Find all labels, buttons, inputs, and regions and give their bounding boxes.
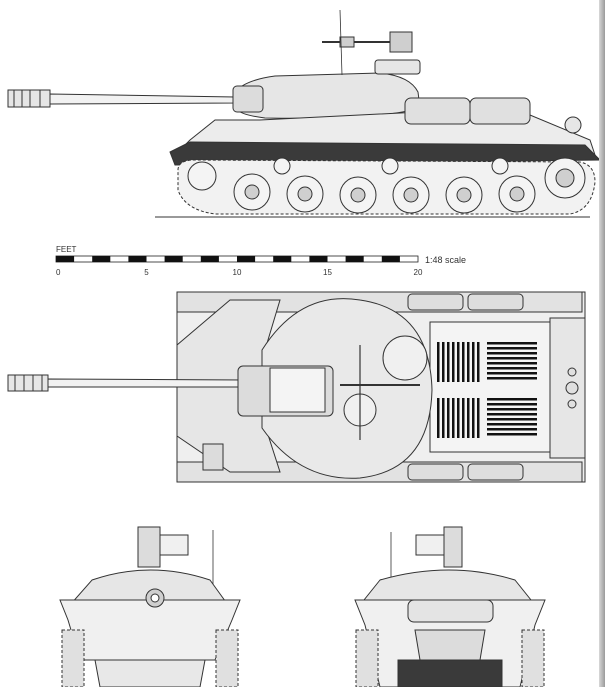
grille-louver — [472, 398, 475, 438]
grille-louver — [452, 398, 455, 438]
scale-tick-label: 15 — [323, 268, 332, 277]
scale-bar-segments — [56, 256, 400, 262]
tow-shackle — [202, 443, 224, 471]
grille-louver — [442, 398, 445, 438]
grille-louver — [487, 423, 537, 426]
grille-louver — [487, 367, 537, 370]
grille-louver — [487, 372, 537, 375]
grille-louver — [437, 342, 440, 382]
external-fuel-tank — [469, 97, 531, 125]
engine-grilles — [437, 342, 537, 438]
grille-louver — [487, 408, 537, 411]
fuel-drum-rear — [407, 599, 494, 623]
scale-tick-label: 5 — [144, 268, 149, 277]
tow-hook — [564, 116, 582, 134]
rear-light — [565, 381, 579, 395]
cupola-machine-gun — [322, 9, 421, 76]
scale-tick-label: 20 — [414, 268, 423, 277]
track-rear-left — [355, 629, 379, 687]
external-fuel-tank — [404, 97, 471, 125]
grille-louver — [487, 362, 537, 365]
grille-louver — [487, 352, 537, 355]
track-front-right — [215, 629, 239, 687]
mg-ammo-box-front — [159, 534, 189, 556]
scale-segment — [200, 256, 219, 262]
scale-segment — [56, 256, 75, 262]
grille-louver — [442, 342, 445, 382]
grille-louver — [477, 342, 480, 382]
grille-louver — [487, 403, 537, 406]
grille-louver — [437, 398, 440, 438]
scale-segment — [273, 256, 292, 262]
grille-louver — [487, 347, 537, 350]
scale-segment — [381, 256, 400, 262]
grille-louver — [487, 357, 537, 360]
grille-louver — [472, 342, 475, 382]
turret-rear — [358, 569, 537, 606]
exhaust-grille — [414, 629, 486, 661]
grille-louver — [462, 342, 465, 382]
scale-tick-label: 10 — [233, 268, 242, 277]
grille-louver — [487, 413, 537, 416]
scale-segment — [309, 256, 328, 262]
rear-elevation-view — [354, 526, 546, 687]
grille-louver — [487, 398, 537, 401]
grille-louver — [447, 398, 450, 438]
track-rear-right — [521, 629, 545, 687]
grille-louver — [467, 398, 470, 438]
fender-fuel-tanks — [407, 293, 524, 481]
side-elevation-view — [7, 9, 602, 218]
grille-louver — [487, 377, 537, 380]
plan-view — [7, 291, 586, 483]
lower-nose-plate — [94, 659, 206, 687]
scale-tick-label: 0 — [56, 268, 61, 277]
scale-ratio-label: 1:48 scale — [425, 255, 466, 265]
gun-barrel — [7, 89, 236, 108]
scale-segment — [92, 256, 111, 262]
cupola-mg-rear — [443, 526, 463, 568]
road-wheels — [187, 157, 586, 214]
commander-cupola — [382, 335, 428, 381]
grille-louver — [457, 342, 460, 382]
track-front-left — [61, 629, 85, 687]
front-elevation-view — [59, 526, 241, 687]
turret-front — [68, 569, 229, 606]
grille-louver — [487, 428, 537, 431]
transmission-hatch — [397, 659, 503, 687]
grille-louver — [487, 342, 537, 345]
grille-louver — [467, 342, 470, 382]
gunner-sight — [269, 367, 326, 413]
hull-front-glacis — [59, 599, 241, 661]
scale-bar: FEET 0 5 10 15 20 1:48 scale — [55, 245, 466, 277]
scale-segment — [237, 256, 256, 262]
scale-segment — [128, 256, 147, 262]
scale-bar-ticks: 0 5 10 15 20 — [56, 268, 423, 277]
grille-louver — [462, 398, 465, 438]
gun-mantlet — [232, 85, 264, 113]
mg-ammo-box-rear — [415, 534, 445, 556]
rear-light — [567, 399, 577, 409]
scale-segment — [345, 256, 364, 262]
page-edge — [599, 0, 605, 687]
grille-louver — [477, 398, 480, 438]
grille-louver — [447, 342, 450, 382]
grille-louver — [457, 398, 460, 438]
cupola-mg-front — [137, 526, 161, 568]
grille-louver — [452, 342, 455, 382]
grille-louver — [487, 433, 537, 436]
scale-segment — [164, 256, 183, 262]
rear-light — [567, 367, 577, 377]
grille-louver — [487, 418, 537, 421]
scale-unit-label: FEET — [56, 245, 77, 254]
